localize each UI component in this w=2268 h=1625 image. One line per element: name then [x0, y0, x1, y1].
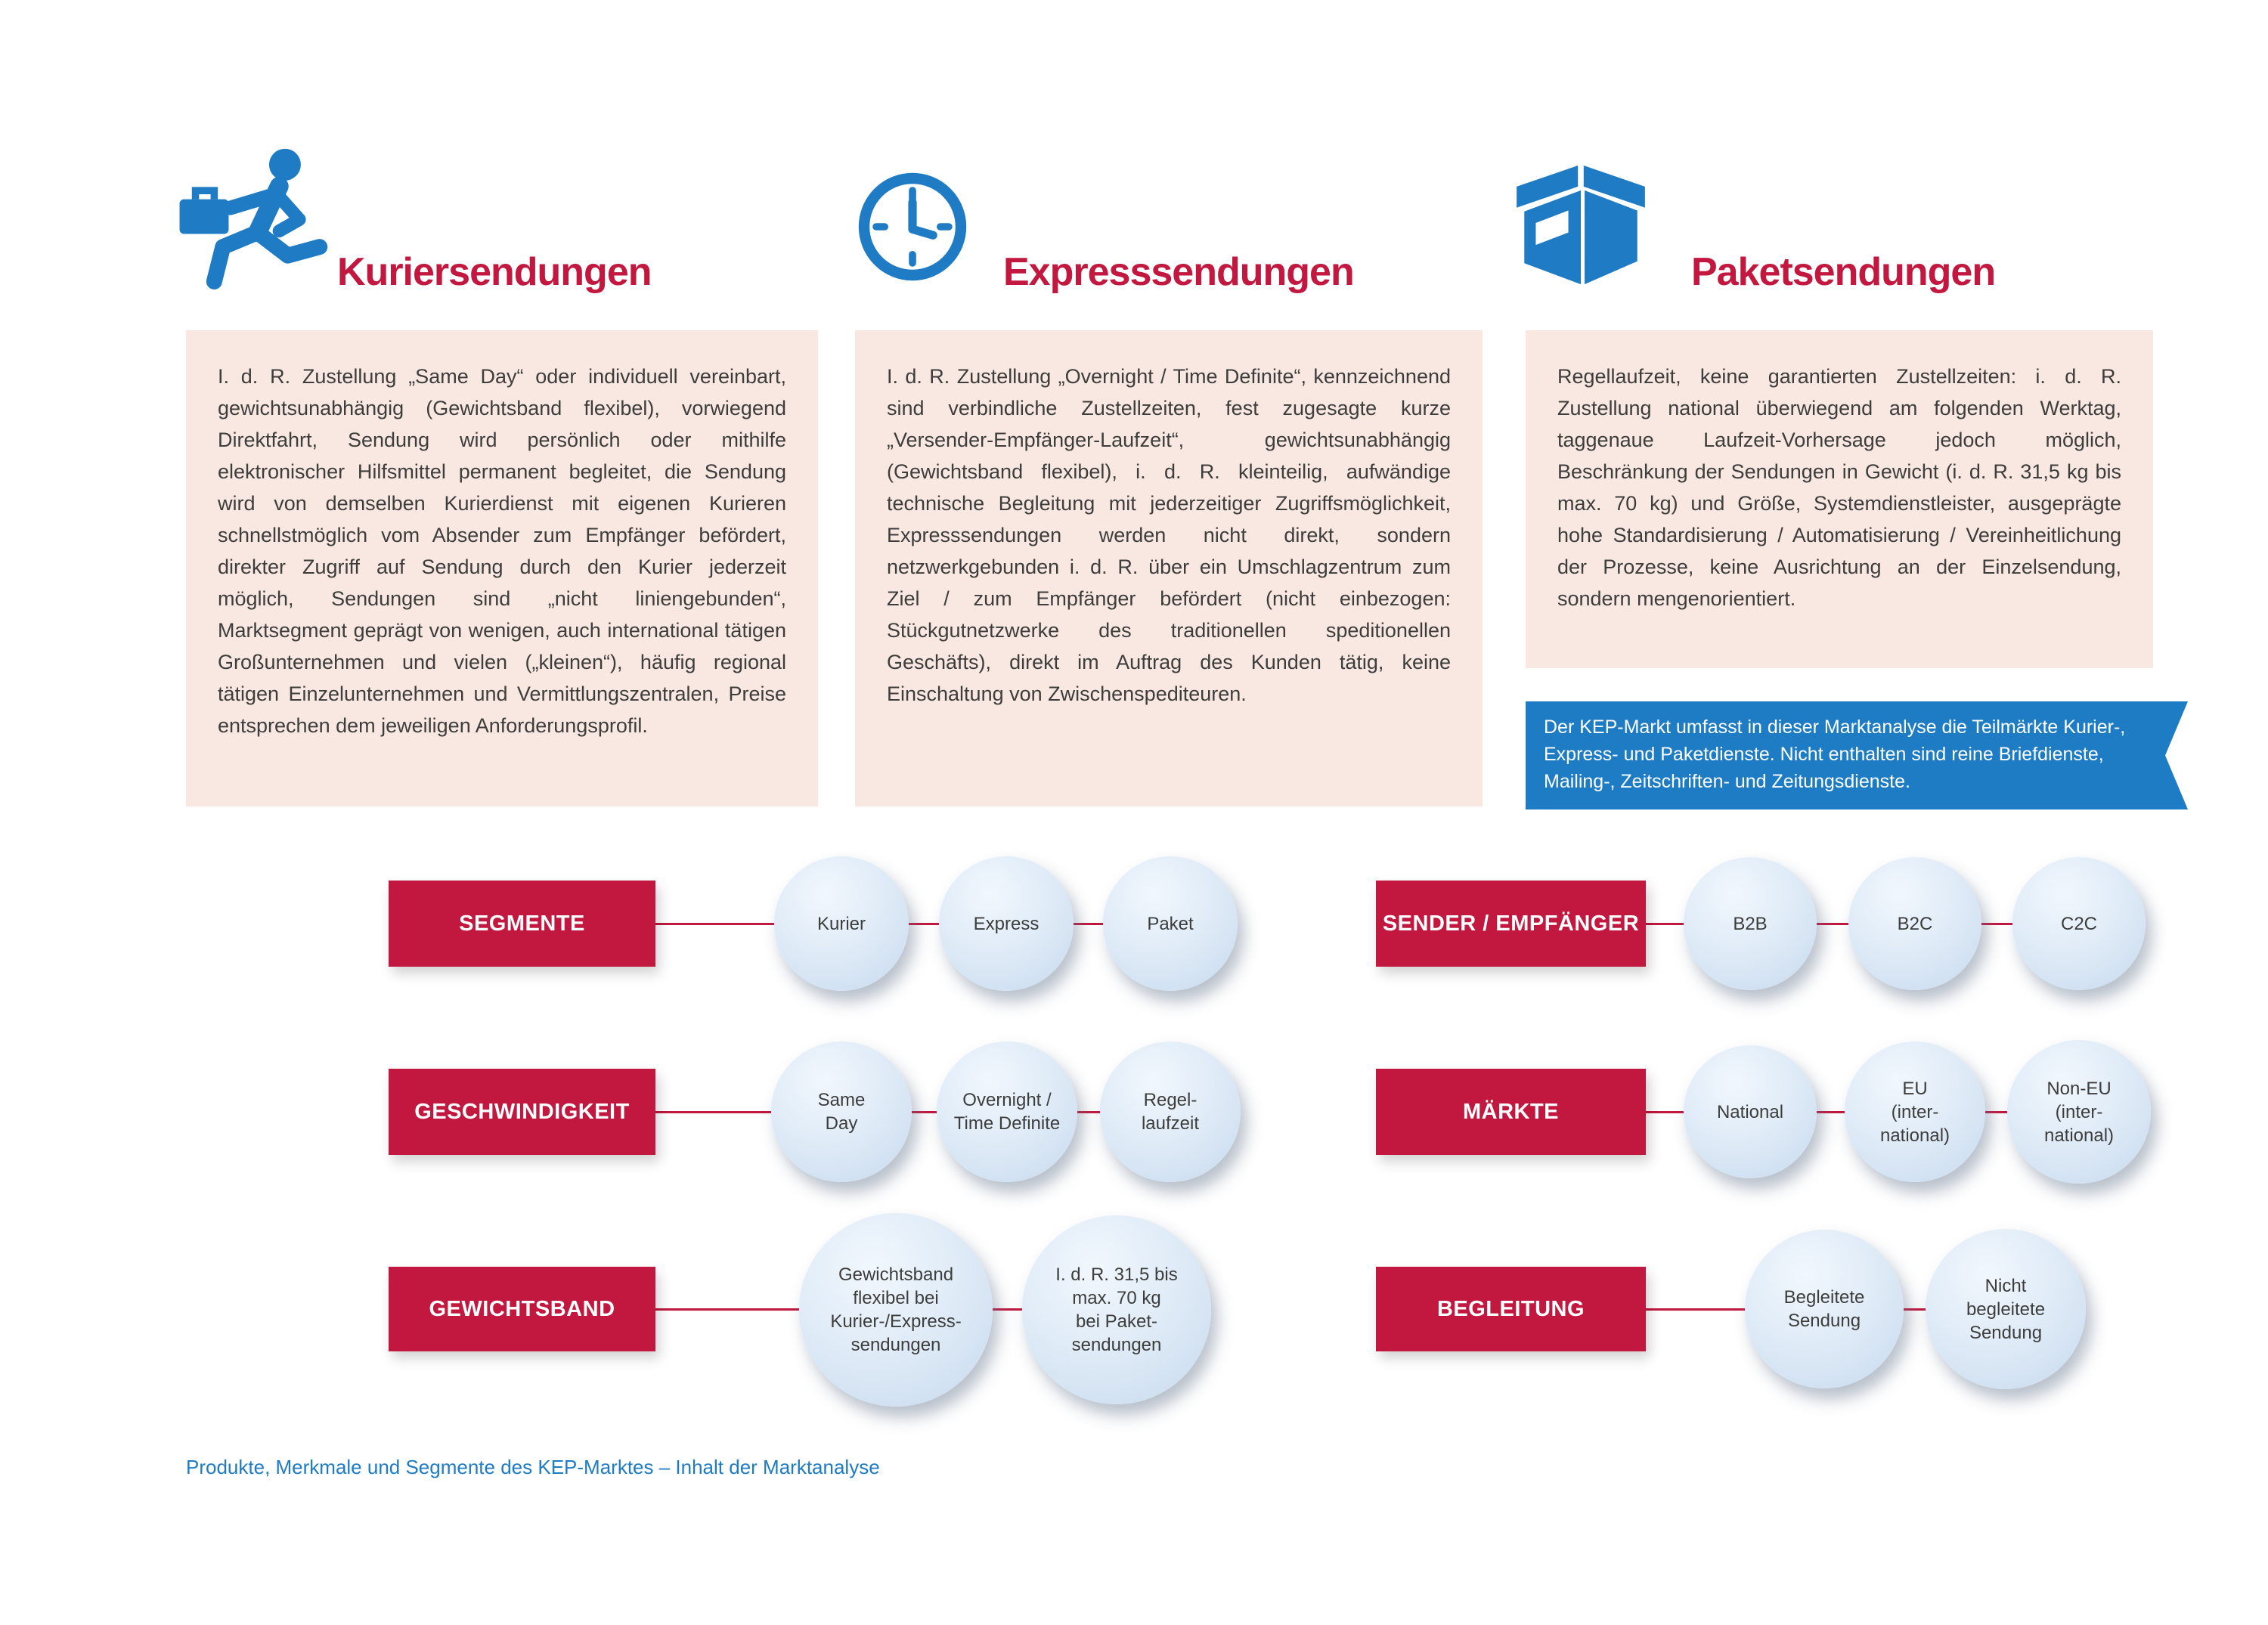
kurier-description-box: I. d. R. Zustellung „Same Day“ oder indi…: [186, 330, 818, 806]
bar-begleitung: BEGLEITUNG: [1376, 1267, 1646, 1351]
figure-caption: Produkte, Merkmale und Segmente des KEP-…: [186, 1456, 880, 1478]
courier-runner-icon: [172, 142, 331, 308]
clock-icon: [852, 166, 973, 287]
node-express: Express: [939, 856, 1074, 991]
node-national: National: [1684, 1045, 1817, 1178]
connector-segmente: [655, 923, 1170, 925]
bar-sender-empfaenger: SENDER / EMPFÄNGER: [1376, 881, 1646, 967]
node-paket: Paket: [1103, 856, 1238, 991]
node-overnight-time-definite: Overnight / Time Definite: [937, 1042, 1077, 1182]
node-b2b: B2B: [1684, 857, 1817, 990]
node-nicht-begleitete-sendung: Nicht begleitete Sendung: [1926, 1229, 2086, 1389]
paket-description-box: Regellaufzeit, keine garantierten Zustel…: [1526, 330, 2153, 668]
connector-geschwindigkeit: [655, 1111, 1170, 1113]
node-eu-international: EU (inter- national): [1845, 1042, 1985, 1182]
node-31-5-bis-70kg: I. d. R. 31,5 bis max. 70 kg bei Paket- …: [1022, 1215, 1211, 1404]
paket-title: Paketsendungen: [1691, 250, 1996, 294]
bar-gewichtsband: GEWICHTSBAND: [389, 1267, 655, 1351]
node-kurier: Kurier: [774, 856, 909, 991]
bar-geschwindigkeit: GESCHWINDIGKEIT: [389, 1069, 655, 1155]
node-same-day: Same Day: [771, 1042, 912, 1182]
package-icon: [1509, 155, 1653, 291]
express-title: Expresssendungen: [1003, 250, 1355, 294]
node-gewichtsband-flexibel: Gewichtsband flexibel bei Kurier-/Expres…: [799, 1213, 993, 1407]
bar-segmente: SEGMENTE: [389, 881, 655, 967]
node-b2c: B2C: [1848, 857, 1981, 990]
express-description-box: I. d. R. Zustellung „Overnight / Time De…: [855, 330, 1483, 806]
node-c2c: C2C: [2012, 857, 2146, 990]
kurier-title: Kuriersendungen: [337, 250, 652, 294]
node-begleitete-sendung: Begleitete Sendung: [1745, 1230, 1904, 1388]
bar-maerkte: MÄRKTE: [1376, 1069, 1646, 1155]
node-non-eu-international: Non-EU (inter- national): [2007, 1040, 2151, 1184]
node-regellaufzeit: Regel- laufzeit: [1100, 1042, 1241, 1182]
kep-market-definition-ribbon: Der KEP-Markt umfasst in dieser Marktana…: [1526, 701, 2188, 809]
